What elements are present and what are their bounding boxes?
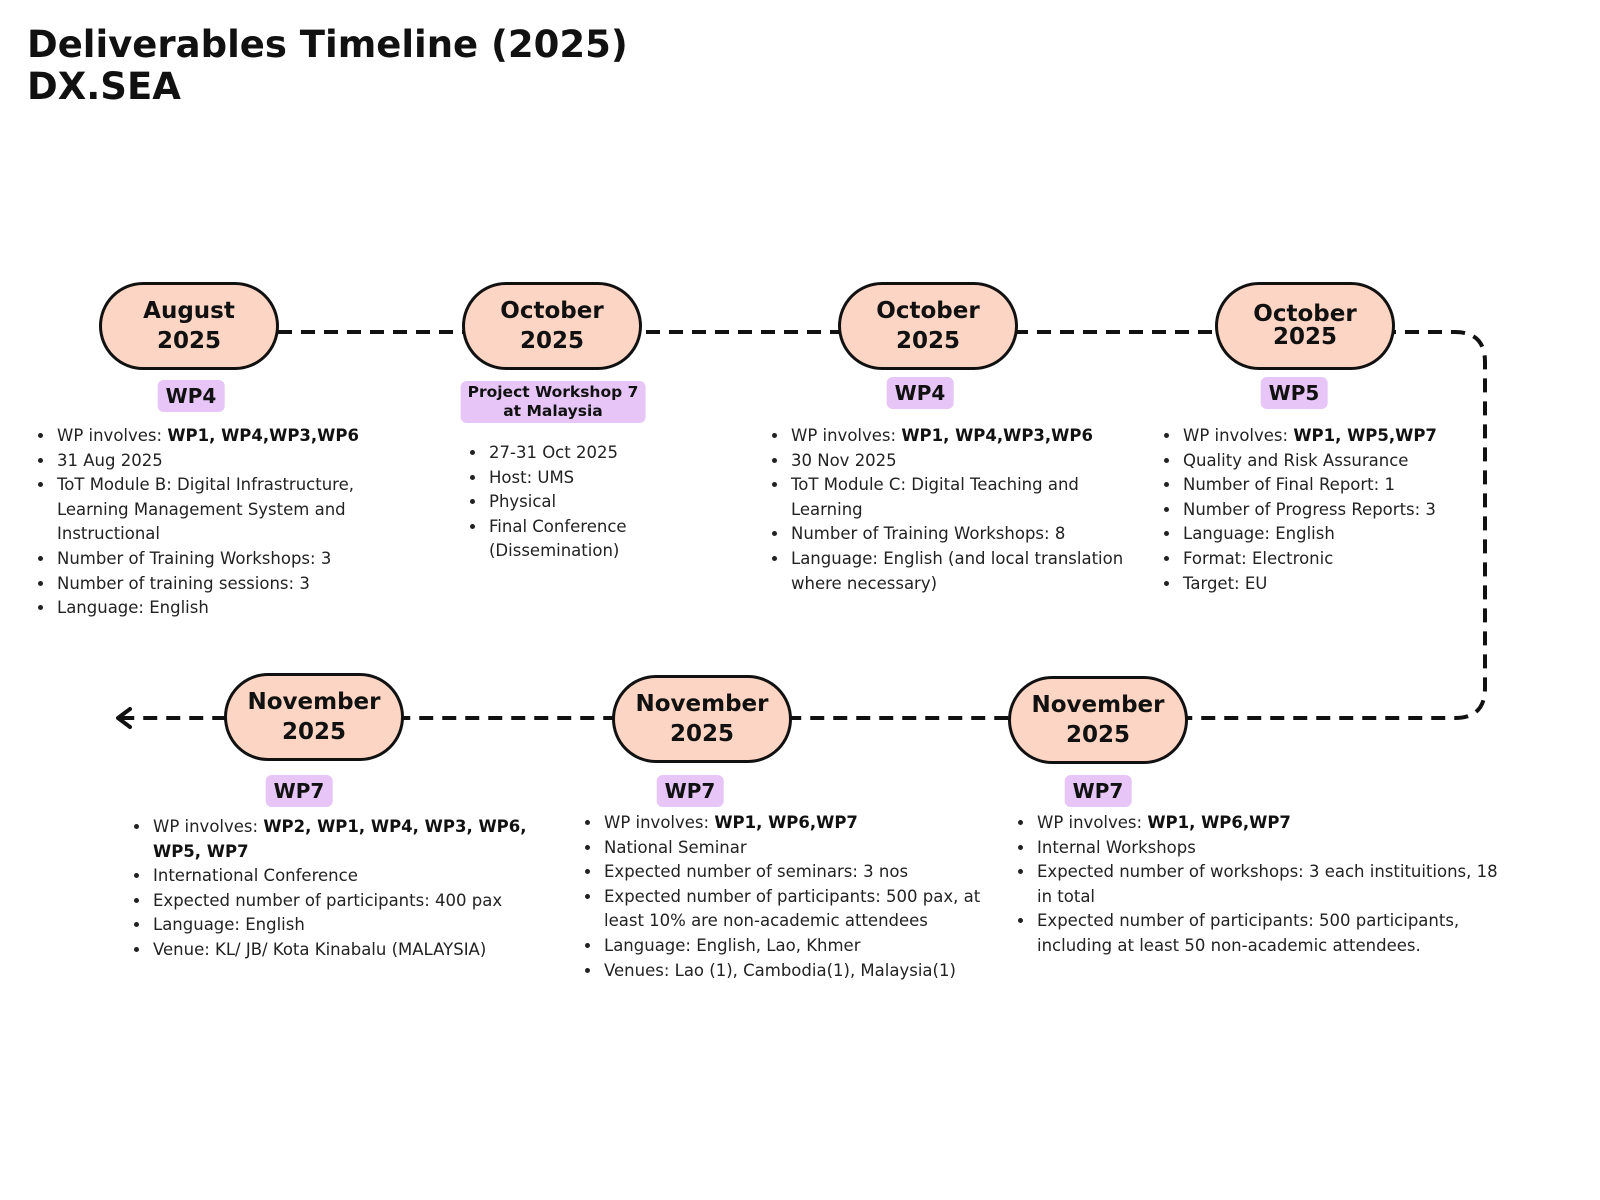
list-item: Number of Training Workshops: 8 — [789, 522, 1144, 547]
list-item: Language: English — [1181, 522, 1511, 547]
milestone-7-month: November — [247, 689, 381, 715]
milestone-2-year: 2025 — [519, 328, 584, 354]
list-item: WP involves: WP1, WP6,WP7 — [602, 811, 997, 836]
milestone-1-tag: WP4 — [157, 380, 225, 412]
list-item: Language: English — [151, 913, 536, 938]
list-item: International Conference — [151, 864, 536, 889]
list-item: Internal Workshops — [1035, 836, 1505, 861]
milestone-1-pill: August 2025 — [99, 282, 279, 370]
milestone-3-month: October — [876, 298, 980, 324]
milestone-5-year: 2025 — [1065, 722, 1130, 748]
milestone-2-details: 27-31 Oct 2025 Host: UMS Physical Final … — [465, 441, 687, 564]
arrow-left-icon — [116, 707, 132, 729]
milestone-7-year: 2025 — [281, 719, 346, 745]
milestone-7-tag: WP7 — [265, 775, 333, 807]
list-item: Physical — [487, 490, 687, 515]
list-item: Language: English, Lao, Khmer — [602, 934, 997, 959]
milestone-4-pill: October 2025 — [1215, 282, 1395, 370]
milestone-4-month: October — [1253, 301, 1357, 327]
list-item: 30 Nov 2025 — [789, 449, 1144, 474]
page-title: Deliverables Timeline (2025) DX.SEA — [27, 24, 628, 108]
milestone-2-tag: Project Workshop 7 at Malaysia — [460, 381, 646, 423]
list-item: ToT Module C: Digital Teaching and Learn… — [789, 473, 1144, 522]
list-item: Language: English (and local translation… — [789, 547, 1144, 596]
milestone-3-year: 2025 — [895, 328, 960, 354]
milestone-5-tag: WP7 — [1064, 775, 1132, 807]
milestone-4-year: 2025 — [1272, 324, 1337, 350]
list-item: Venue: KL/ JB/ Kota Kinabalu (MALAYSIA) — [151, 938, 536, 963]
list-item: Expected number of participants: 500 par… — [1035, 909, 1505, 958]
milestone-6-pill: November 2025 — [612, 675, 792, 763]
list-item: Expected number of workshops: 3 each ins… — [1035, 860, 1505, 909]
list-item: 27-31 Oct 2025 — [487, 441, 687, 466]
milestone-6-tag: WP7 — [656, 775, 724, 807]
list-item: Expected number of participants: 500 pax… — [602, 885, 997, 934]
milestone-7-details: WP involves: WP2, WP1, WP4, WP3, WP6, WP… — [129, 815, 536, 963]
milestone-1-year: 2025 — [156, 328, 221, 354]
list-item: WP involves: WP1, WP5,WP7 — [1181, 424, 1511, 449]
milestone-2-tag-line-1: Project Workshop 7 — [467, 383, 639, 401]
milestone-7-pill: November 2025 — [224, 673, 404, 761]
list-item: Venues: Lao (1), Cambodia(1), Malaysia(1… — [602, 959, 997, 984]
list-item: Number of Final Report: 1 — [1181, 473, 1511, 498]
list-item: Number of Progress Reports: 3 — [1181, 498, 1511, 523]
milestone-3-tag: WP4 — [886, 377, 954, 409]
list-item: Quality and Risk Assurance — [1181, 449, 1511, 474]
milestone-2-month: October — [500, 298, 604, 324]
list-item: National Seminar — [602, 836, 997, 861]
list-item: ToT Module B: Digital Infrastructure, Le… — [55, 473, 400, 547]
milestone-4-tag: WP5 — [1260, 377, 1328, 409]
list-item: Final Conference (Dissemination) — [487, 515, 687, 564]
milestone-3-details: WP involves: WP1, WP4,WP3,WP6 30 Nov 202… — [767, 424, 1144, 596]
list-item: Expected number of seminars: 3 nos — [602, 860, 997, 885]
milestone-2-tag-line-2: at Malaysia — [503, 402, 603, 420]
milestone-2-pill: October 2025 — [462, 282, 642, 370]
list-item: Expected number of participants: 400 pax — [151, 889, 536, 914]
milestone-1-details: WP involves: WP1, WP4,WP3,WP6 31 Aug 202… — [33, 424, 400, 621]
milestone-5-month: November — [1031, 692, 1165, 718]
list-item: WP involves: WP1, WP6,WP7 — [1035, 811, 1505, 836]
list-item: WP involves: WP1, WP4,WP3,WP6 — [789, 424, 1144, 449]
list-item: Language: English — [55, 596, 400, 621]
milestone-6-month: November — [635, 691, 769, 717]
title-line-1: Deliverables Timeline (2025) — [27, 23, 628, 66]
milestone-6-details: WP involves: WP1, WP6,WP7 National Semin… — [580, 811, 997, 983]
milestone-4-details: WP involves: WP1, WP5,WP7 Quality and Ri… — [1159, 424, 1511, 596]
list-item: Number of training sessions: 3 — [55, 572, 400, 597]
list-item: 31 Aug 2025 — [55, 449, 400, 474]
list-item: Format: Electronic — [1181, 547, 1511, 572]
list-item: Target: EU — [1181, 572, 1511, 597]
title-line-2: DX.SEA — [27, 65, 181, 108]
milestone-1-month: August — [143, 298, 235, 324]
list-item: Number of Training Workshops: 3 — [55, 547, 400, 572]
milestone-6-year: 2025 — [669, 721, 734, 747]
list-item: Host: UMS — [487, 466, 687, 491]
timeline-path — [120, 330, 1487, 720]
list-item: WP involves: WP1, WP4,WP3,WP6 — [55, 424, 400, 449]
milestone-5-details: WP involves: WP1, WP6,WP7 Internal Works… — [1013, 811, 1505, 959]
milestone-3-pill: October 2025 — [838, 282, 1018, 370]
list-item: WP involves: WP2, WP1, WP4, WP3, WP6, WP… — [151, 815, 536, 864]
milestone-5-pill: November 2025 — [1008, 676, 1188, 764]
